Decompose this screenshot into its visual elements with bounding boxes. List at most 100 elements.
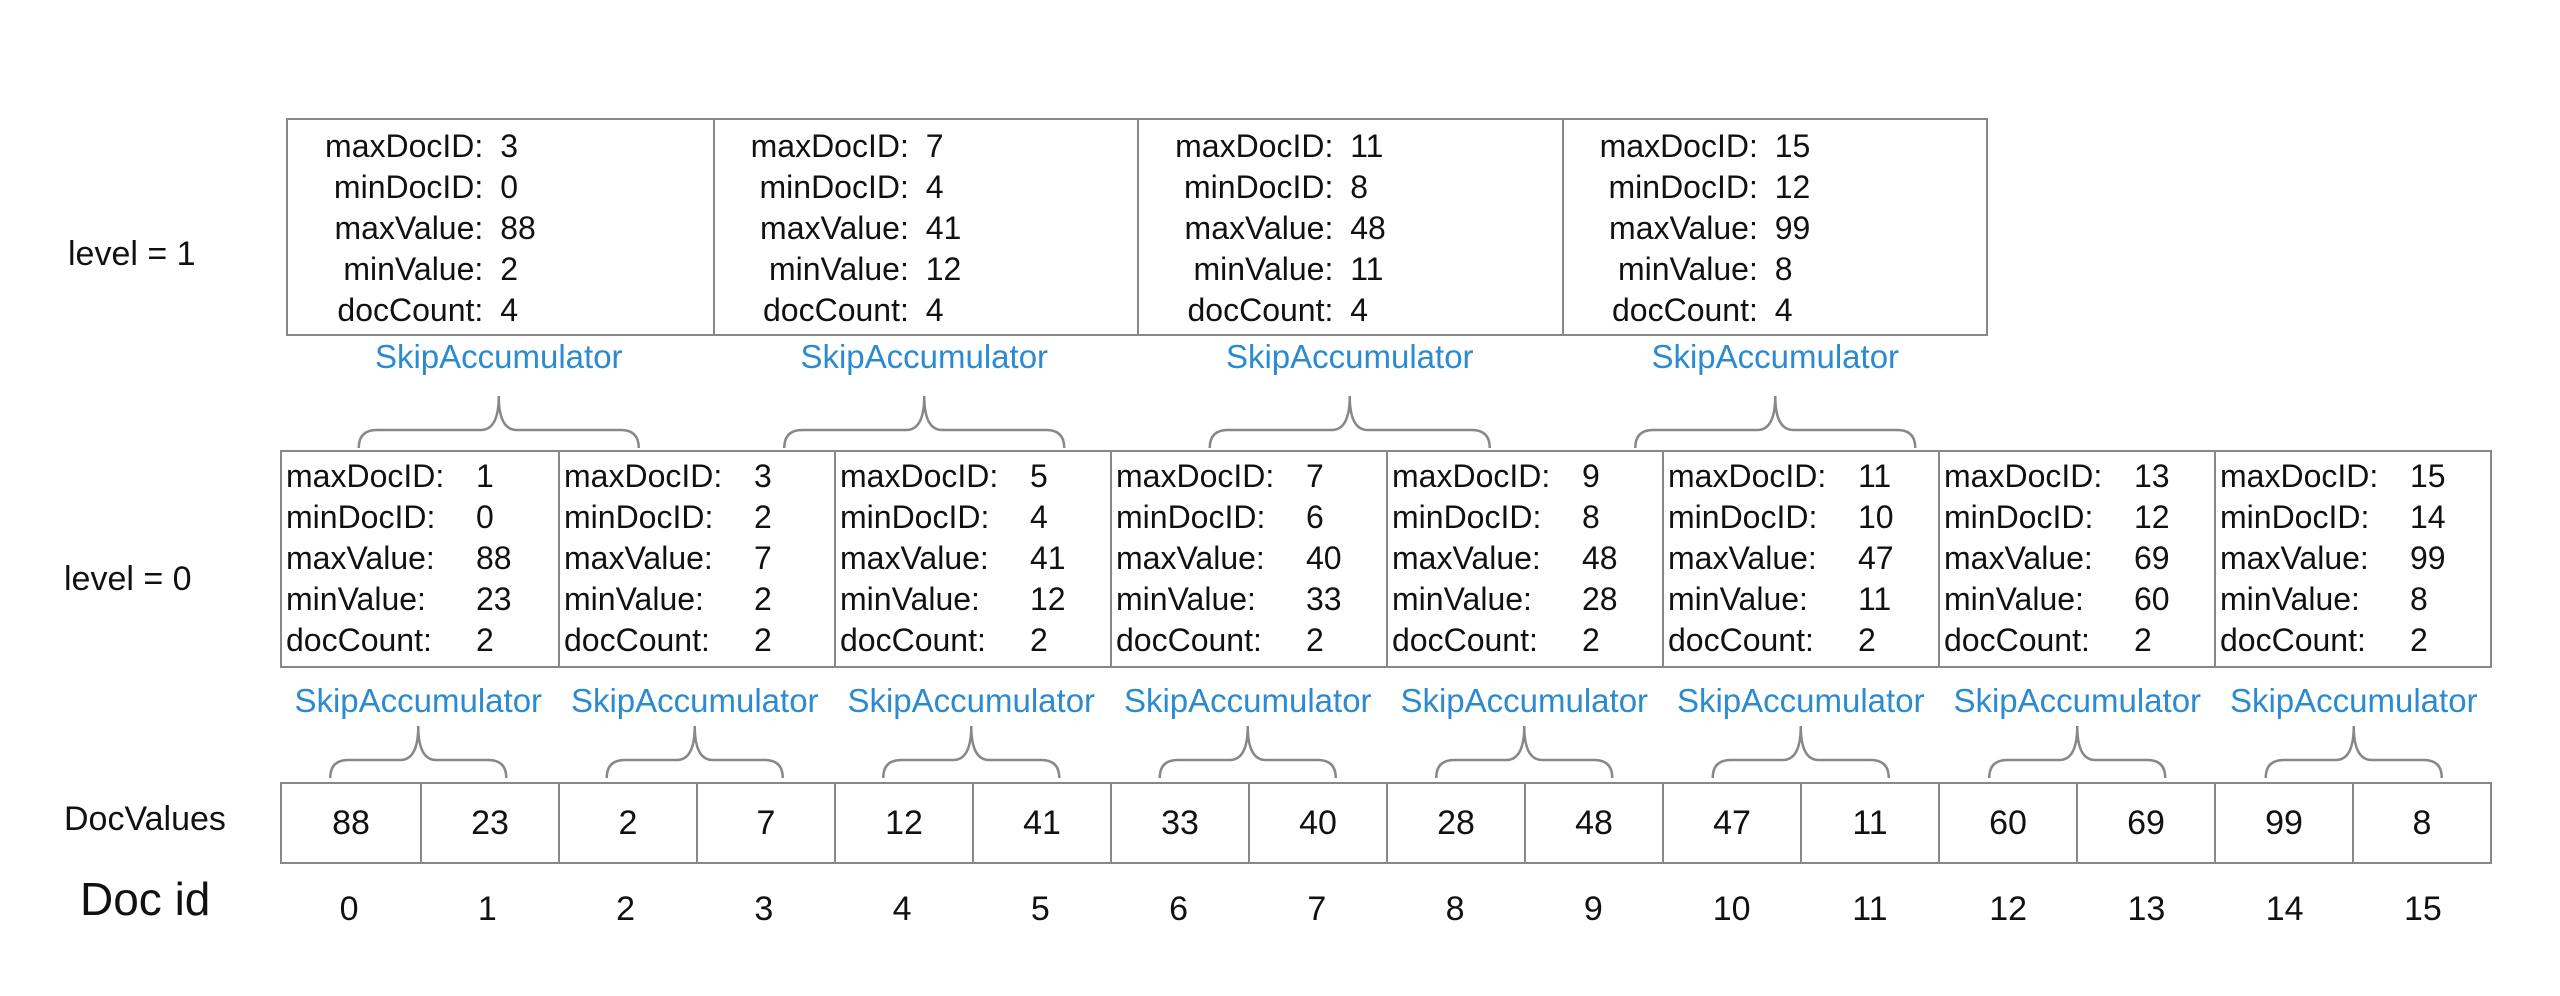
stat-key: minDocID:: [1184, 169, 1334, 205]
stat-line-doccount: docCount:2: [1668, 622, 1938, 663]
stat-value: 47: [1858, 540, 1894, 576]
stat-value: 10: [1858, 499, 1894, 535]
stat-line-maxdocid: maxDocID:7: [1116, 458, 1386, 499]
stat-line-maxdocid: maxDocID:7: [715, 128, 1138, 169]
stat-key: minValue:: [1193, 251, 1334, 287]
stat-line-maxdocid: maxDocID: 3: [564, 458, 834, 499]
stat-value: 2: [500, 251, 519, 287]
stat-value: 2: [1030, 622, 1048, 658]
doc-id: 7: [1307, 890, 1327, 928]
doc-id: 11: [1852, 890, 1888, 928]
stat-line-maxdocid: maxDocID:11: [1139, 128, 1562, 169]
stat-line-minvalue: minValue:8: [2220, 581, 2490, 622]
stat-line-mindocid: minDocID:12: [1944, 499, 2214, 540]
stat-value: 12: [1030, 581, 1066, 617]
stat-key: maxDocID:: [286, 458, 445, 494]
stat-key: maxValue:: [1944, 540, 2093, 576]
brace-connector: [1711, 725, 1890, 779]
stat-key: minValue:: [564, 581, 704, 617]
doc-id: 5: [1030, 890, 1050, 928]
skip-accumulator-label: SkipAccumulator: [1225, 338, 1474, 375]
stat-line-minvalue: minValue:8: [1564, 251, 1987, 292]
stat-value: 3: [754, 458, 772, 494]
doc-id: 14: [2265, 890, 2304, 928]
stat-value: 11: [1350, 128, 1384, 164]
stat-key: maxValue:: [564, 540, 713, 576]
stat-key: minDocID:: [286, 499, 436, 535]
stat-value: 4: [1030, 499, 1048, 535]
stat-value: 99: [2410, 540, 2446, 576]
docid-label: Doc id: [80, 873, 211, 925]
skip-accumulator-label: SkipAccumulator: [1953, 682, 2202, 719]
stat-key: docCount:: [337, 292, 484, 328]
brace-connector: [1435, 725, 1614, 779]
stat-line-maxvalue: maxValue:40: [1116, 540, 1386, 581]
stat-key: minValue:: [1668, 581, 1808, 617]
docvalue-cell: 99: [2214, 784, 2352, 862]
stat-key: maxDocID:: [564, 458, 723, 494]
stat-line-mindocid: minDocID: 0: [286, 499, 558, 540]
stat-line-maxvalue: maxValue:88: [286, 540, 558, 581]
docvalue-cell: 2: [558, 784, 696, 862]
stat-value: 2: [1582, 622, 1600, 658]
stat-line-maxvalue: maxValue: 47: [1668, 540, 1938, 581]
brace-connector: [605, 725, 784, 779]
stat-key: minValue:: [768, 251, 909, 287]
stat-value: 0: [476, 499, 494, 535]
brace-connector: [329, 725, 508, 779]
stat-key: maxDocID:: [2220, 458, 2379, 494]
stat-key: maxValue:: [286, 540, 435, 576]
stat-value: 12: [1774, 169, 1811, 205]
stat-value: 14: [2410, 499, 2446, 535]
stat-line-doccount: docCount:2: [1944, 622, 2214, 663]
doc-id: 8: [1445, 890, 1465, 928]
stat-line-maxdocid: maxDocID:11: [1668, 458, 1938, 499]
stat-value: 48: [1582, 540, 1618, 576]
doc-id: 15: [2403, 890, 2442, 928]
stat-line-doccount: docCount:2: [1392, 622, 1662, 663]
skip-accumulator-label: SkipAccumulator: [800, 338, 1049, 375]
stat-value: 41: [925, 210, 962, 246]
stat-key: minDocID:: [1116, 499, 1266, 535]
stat-value: 7: [754, 540, 772, 576]
stat-line-mindocid: minDocID:6: [1116, 499, 1386, 540]
stat-line-mindocid: minDocID:4: [715, 169, 1138, 210]
stat-key: maxValue:: [1392, 540, 1541, 576]
stat-key: minDocID:: [2220, 499, 2370, 535]
stat-line-minvalue: minValue:12: [715, 251, 1138, 292]
stat-line-doccount: docCount:2: [1116, 622, 1386, 663]
stat-line-doccount: docCount: 4: [288, 292, 713, 333]
stat-value: 15: [2410, 458, 2446, 494]
stat-key: docCount:: [286, 622, 432, 658]
stat-value: 4: [500, 292, 519, 328]
stat-value: 3: [500, 128, 519, 164]
stat-key: maxValue:: [334, 210, 484, 246]
stat-value: 2: [2410, 622, 2428, 658]
stat-value: 23: [476, 581, 512, 617]
brace-connector: [783, 395, 1066, 449]
stat-value: 2: [754, 581, 772, 617]
stat-line-minvalue: minValue: 2: [564, 581, 834, 622]
stat-value: 1: [476, 458, 494, 494]
stat-line-maxdocid: maxDocID: 1: [286, 458, 558, 499]
stat-key: minValue:: [286, 581, 426, 617]
stat-key: docCount:: [1187, 292, 1334, 328]
stat-key: maxDocID:: [1944, 458, 2103, 494]
skip-accumulator-label: SkipAccumulator: [1400, 682, 1649, 719]
doc-id: 10: [1712, 890, 1751, 928]
stat-value: 8: [1350, 169, 1369, 205]
skip-accumulator-label: SkipAccumulator: [2229, 682, 2478, 719]
docvalue-cell: 33: [1110, 784, 1248, 862]
doc-id: 2: [616, 890, 636, 928]
stat-value: 8: [1774, 251, 1793, 287]
stat-key: minDocID:: [1608, 169, 1758, 205]
stat-key: maxValue:: [1668, 540, 1817, 576]
